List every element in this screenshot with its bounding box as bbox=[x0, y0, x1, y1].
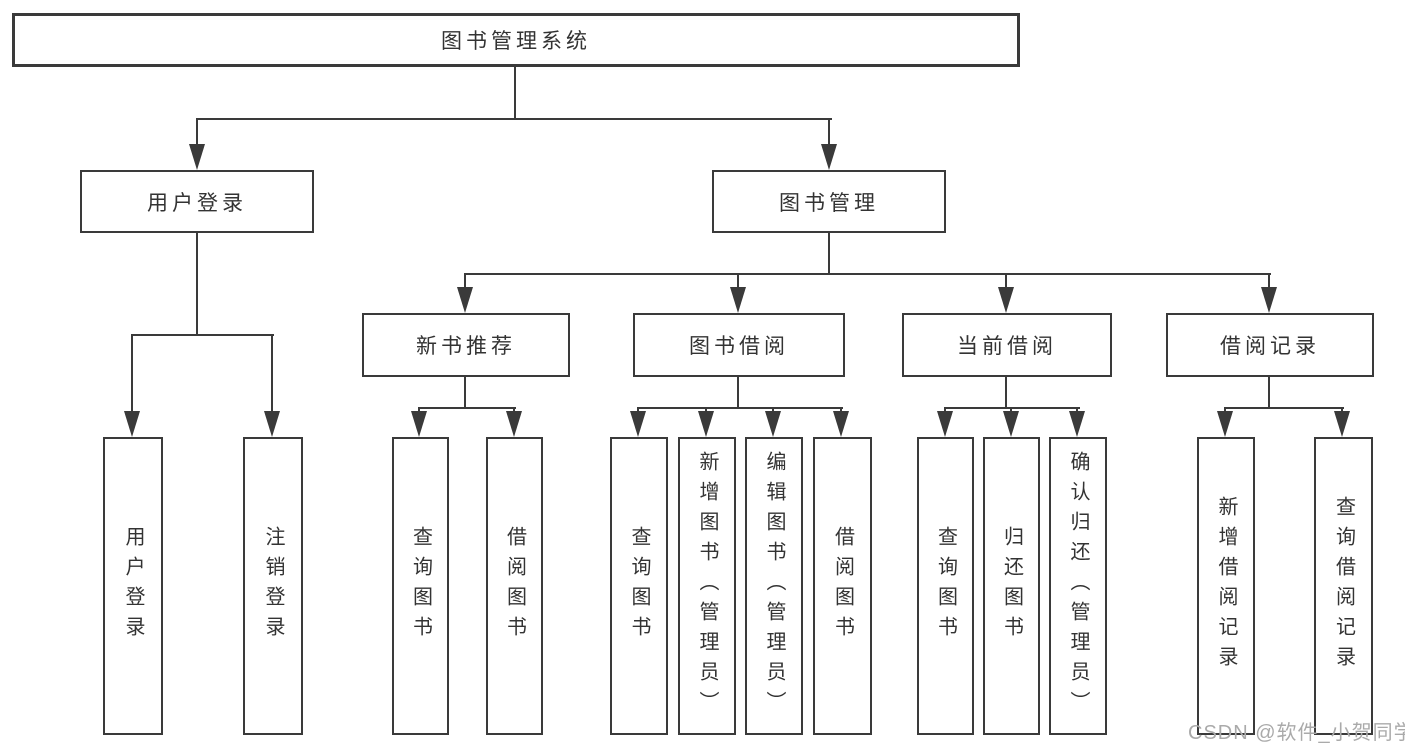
node-user-login: 用户登录 bbox=[80, 170, 314, 233]
leaf-label: 归还图书 bbox=[1000, 526, 1023, 646]
connector-line bbox=[418, 407, 516, 409]
leaf-add-borrow-record: 新增借阅记录 bbox=[1197, 437, 1255, 735]
leaf-confirm-return-admin: 确认归还（管理员） bbox=[1049, 437, 1107, 735]
connector-line bbox=[131, 334, 133, 414]
leaf-label: 查询图书 bbox=[409, 526, 432, 646]
leaf-borrow-books-borrowing: 借阅图书 bbox=[813, 437, 872, 735]
connector-line bbox=[828, 118, 830, 148]
leaf-label: 借阅图书 bbox=[503, 526, 526, 646]
connector-line bbox=[1224, 407, 1344, 409]
arrowhead-down bbox=[765, 411, 781, 437]
leaf-user-login: 用户登录 bbox=[103, 437, 163, 735]
connector-line bbox=[131, 334, 274, 336]
leaf-label: 查询图书 bbox=[934, 526, 957, 646]
connector-line bbox=[464, 273, 466, 291]
arrowhead-down bbox=[189, 144, 205, 170]
leaf-query-books-borrowing: 查询图书 bbox=[610, 437, 668, 735]
node-label: 新书推荐 bbox=[416, 335, 516, 358]
leaf-label: 编辑图书（管理员） bbox=[763, 451, 785, 721]
node-label: 图书管理 bbox=[779, 191, 879, 215]
leaf-query-borrow-record: 查询借阅记录 bbox=[1314, 437, 1373, 735]
arrowhead-down bbox=[937, 411, 953, 437]
leaf-edit-books-admin: 编辑图书（管理员） bbox=[745, 437, 803, 735]
node-label: 当前借阅 bbox=[957, 335, 1057, 358]
connector-line bbox=[464, 273, 1271, 275]
leaf-add-books-admin: 新增图书（管理员） bbox=[678, 437, 736, 735]
arrowhead-down bbox=[730, 287, 746, 313]
watermark-text: CSDN @软件_小贺同学 bbox=[1188, 722, 1405, 744]
node-borrow-records: 借阅记录 bbox=[1166, 313, 1374, 377]
arrowhead-down bbox=[264, 411, 280, 437]
leaf-label: 注销登录 bbox=[262, 526, 284, 646]
arrowhead-down bbox=[1261, 287, 1277, 313]
connector-line bbox=[196, 118, 832, 120]
node-book-management: 图书管理 bbox=[712, 170, 946, 233]
leaf-label: 确认归还（管理员） bbox=[1067, 451, 1089, 721]
leaf-query-books-recommend: 查询图书 bbox=[392, 437, 449, 735]
connector-line bbox=[737, 375, 739, 409]
leaf-query-books-current: 查询图书 bbox=[917, 437, 974, 735]
node-new-book-recommend: 新书推荐 bbox=[362, 313, 570, 377]
connector-line bbox=[514, 65, 516, 120]
arrowhead-down bbox=[630, 411, 646, 437]
leaf-label: 查询图书 bbox=[628, 526, 650, 646]
connector-line bbox=[1268, 273, 1270, 291]
connector-line bbox=[464, 375, 466, 409]
node-label: 借阅记录 bbox=[1220, 335, 1320, 358]
leaf-label: 新增图书（管理员） bbox=[696, 451, 718, 721]
arrowhead-down bbox=[124, 411, 140, 437]
node-book-borrowing: 图书借阅 bbox=[633, 313, 845, 377]
arrowhead-down bbox=[1003, 411, 1019, 437]
node-library-system: 图书管理系统 bbox=[12, 13, 1020, 67]
arrowhead-down bbox=[998, 287, 1014, 313]
connector-line bbox=[828, 231, 830, 275]
node-label: 用户登录 bbox=[147, 191, 247, 215]
arrowhead-down bbox=[506, 411, 522, 437]
arrowhead-down bbox=[411, 411, 427, 437]
leaf-label: 借阅图书 bbox=[831, 526, 854, 646]
arrowhead-down bbox=[698, 411, 714, 437]
arrowhead-down bbox=[833, 411, 849, 437]
connector-line bbox=[196, 231, 198, 336]
arrowhead-down bbox=[1334, 411, 1350, 437]
arrowhead-down bbox=[1069, 411, 1085, 437]
connector-line bbox=[1005, 375, 1007, 409]
leaf-borrow-books-recommend: 借阅图书 bbox=[486, 437, 543, 735]
connector-line bbox=[737, 273, 739, 291]
connector-line bbox=[271, 334, 273, 414]
leaf-label: 新增借阅记录 bbox=[1215, 496, 1237, 676]
arrowhead-down bbox=[821, 144, 837, 170]
arrowhead-down bbox=[1217, 411, 1233, 437]
connector-line bbox=[637, 407, 843, 409]
connector-line bbox=[1268, 375, 1270, 409]
arrowhead-down bbox=[457, 287, 473, 313]
connector-line bbox=[196, 118, 198, 148]
leaf-label: 查询借阅记录 bbox=[1332, 496, 1355, 676]
leaf-logout: 注销登录 bbox=[243, 437, 303, 735]
node-label: 图书管理系统 bbox=[441, 30, 591, 53]
leaf-return-books: 归还图书 bbox=[983, 437, 1040, 735]
node-label: 图书借阅 bbox=[689, 335, 789, 358]
node-current-borrowing: 当前借阅 bbox=[902, 313, 1112, 377]
connector-line bbox=[944, 407, 1080, 409]
connector-line bbox=[1005, 273, 1007, 291]
leaf-label: 用户登录 bbox=[122, 526, 144, 646]
